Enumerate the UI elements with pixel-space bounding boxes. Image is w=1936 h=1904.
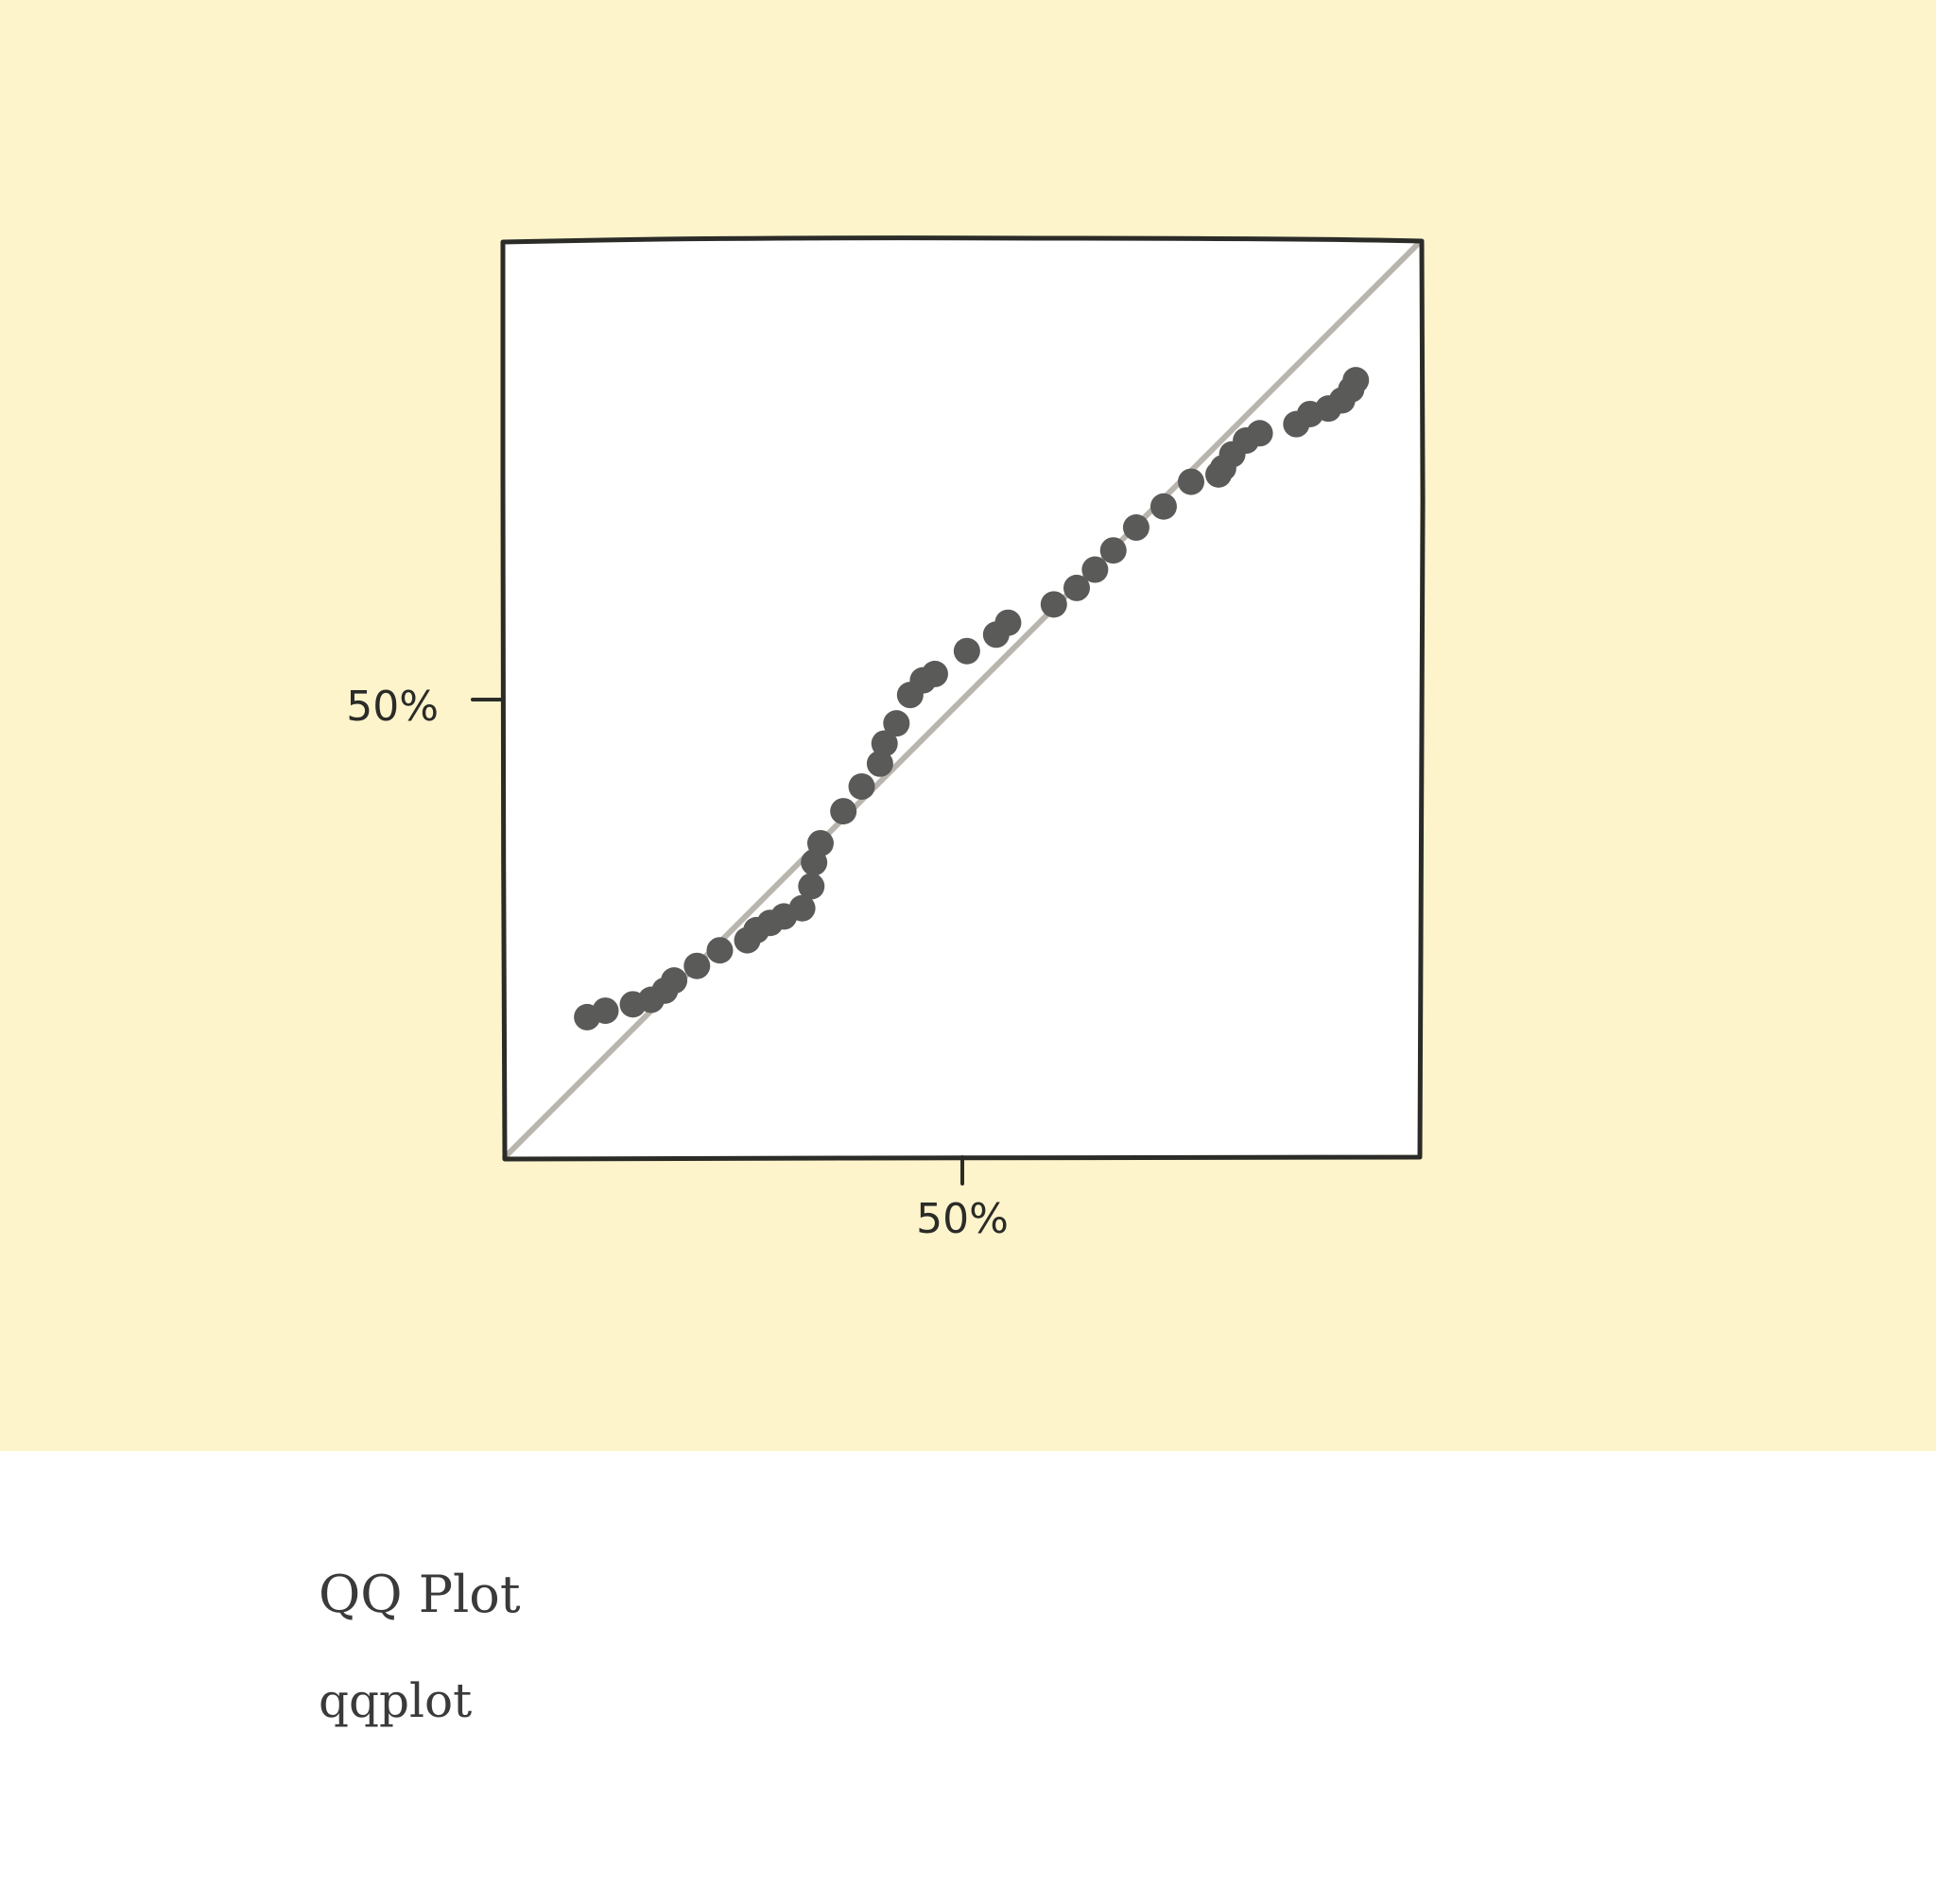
caption-title: QQ Plot (319, 1565, 521, 1624)
data-point (953, 637, 980, 665)
data-point (921, 660, 948, 687)
caption-subtitle: qqplot (319, 1673, 473, 1728)
chart-canvas: 50% 50% (0, 0, 1936, 1451)
y-tick-label: 50% (346, 683, 439, 731)
qq-plot-chart: 50% 50% (346, 235, 1426, 1243)
data-point (1246, 420, 1273, 447)
data-point (830, 798, 857, 825)
data-point (848, 772, 875, 800)
data-point (1178, 468, 1204, 495)
data-point (592, 997, 619, 1025)
data-point (994, 609, 1022, 636)
x-tick-label: 50% (916, 1195, 1009, 1243)
data-point (1081, 556, 1109, 583)
data-point (866, 750, 893, 777)
data-point (788, 894, 816, 922)
data-point (1040, 591, 1067, 618)
data-point (871, 730, 898, 757)
data-point (1099, 537, 1127, 564)
data-point (683, 952, 711, 979)
caption: QQ Plot qqplot (319, 1565, 1642, 1728)
data-point (1150, 493, 1177, 520)
data-point (798, 873, 825, 900)
data-point (1342, 367, 1370, 394)
data-point (1063, 574, 1090, 601)
data-point (706, 937, 734, 964)
data-point (883, 710, 910, 737)
data-points (574, 367, 1370, 1030)
data-point (806, 829, 834, 857)
data-point (661, 967, 688, 995)
axis-ticks: 50% 50% (346, 683, 1009, 1243)
data-point (1122, 514, 1150, 542)
plot-frame (500, 235, 1426, 1162)
